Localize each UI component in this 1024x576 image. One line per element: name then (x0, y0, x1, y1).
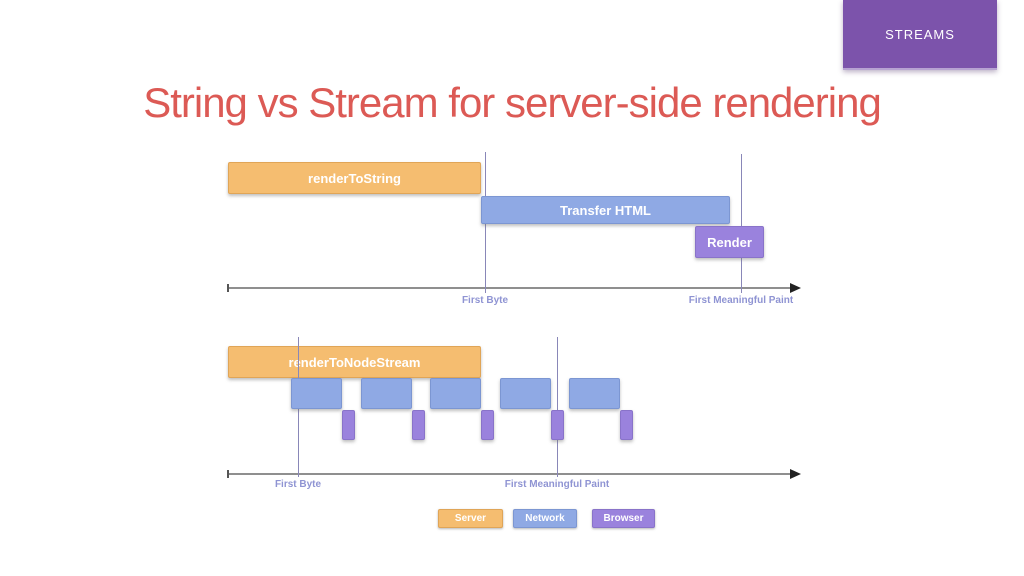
axis-start-tick (227, 470, 229, 478)
milestone-label: First Byte (461, 295, 509, 306)
slide-title: String vs Stream for server-side renderi… (143, 79, 882, 126)
bar-browser (342, 410, 355, 440)
bar-network (500, 378, 551, 409)
bar-browser (412, 410, 425, 440)
bar-network: Transfer HTML (481, 196, 730, 224)
bar-server: renderToString (228, 162, 481, 194)
axis-arrowhead-icon (790, 283, 801, 293)
milestone-label: First Byte (274, 479, 322, 490)
legend-item-network: Network (513, 509, 577, 528)
legend-item-server: Server (438, 509, 503, 528)
bar-browser (551, 410, 564, 440)
axis-arrowhead-icon (790, 469, 801, 479)
bar-server: renderToNodeStream (228, 346, 481, 378)
bar-network (361, 378, 412, 409)
milestone-line (557, 337, 558, 477)
milestone-label: First Meaningful Paint (688, 295, 794, 306)
legend-item-browser: Browser (592, 509, 655, 528)
axis-start-tick (227, 284, 229, 292)
milestone-line (741, 154, 742, 293)
bar-network (569, 378, 620, 409)
streams-badge: STREAMS (843, 0, 997, 70)
milestone-label: First Meaningful Paint (504, 479, 610, 490)
bar-browser: Render (695, 226, 764, 258)
timeline-axis (228, 287, 790, 289)
streams-badge-label: STREAMS (885, 26, 955, 42)
bar-network (430, 378, 481, 409)
bar-browser (481, 410, 494, 440)
timeline-axis (228, 473, 790, 475)
bar-network (291, 378, 342, 409)
bar-browser (620, 410, 633, 440)
